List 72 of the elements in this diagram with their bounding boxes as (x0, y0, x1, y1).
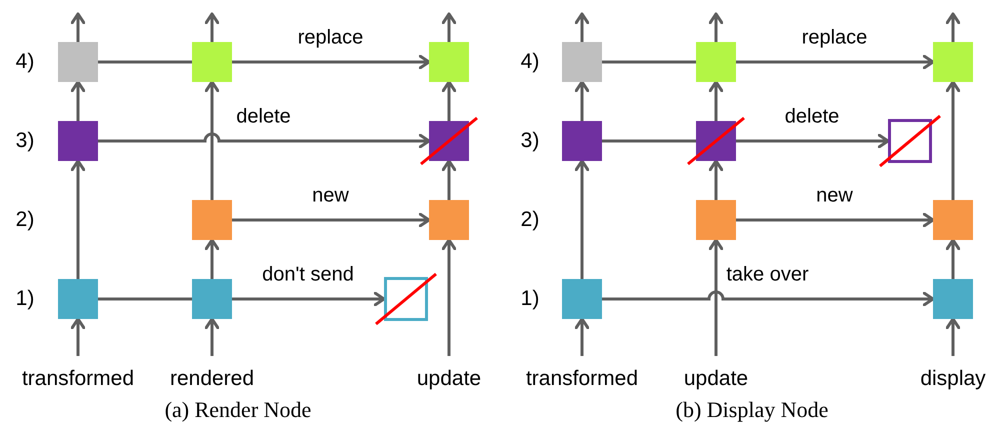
connector-line (98, 298, 192, 300)
empty-square (384, 277, 428, 321)
arrow (946, 318, 960, 356)
row-number: 3) (520, 129, 540, 153)
colored-square (933, 279, 973, 319)
colored-square (429, 42, 469, 82)
caption: (b) Display Node (676, 397, 828, 423)
row-number: 2) (520, 208, 540, 232)
arrow (232, 212, 430, 228)
colored-square (933, 42, 973, 82)
colored-square (933, 200, 973, 240)
colored-square (58, 279, 98, 319)
connector-line (602, 140, 696, 142)
row-number: 1) (520, 287, 540, 311)
arrow (602, 290, 934, 306)
colored-square (192, 279, 232, 319)
arrow (708, 80, 724, 121)
colored-square (429, 200, 469, 240)
input-label: update (409, 356, 489, 392)
arrow (204, 318, 220, 356)
arrow (574, 160, 590, 279)
row-number: 2) (16, 208, 34, 232)
arrow (232, 292, 386, 306)
colored-square (696, 200, 736, 240)
arrow (708, 238, 724, 356)
arrow (574, 80, 590, 121)
arrow (736, 212, 934, 228)
arrow (708, 160, 724, 200)
arrow (442, 238, 456, 356)
row-number: 3) (16, 129, 34, 153)
arrow (204, 80, 220, 200)
arrow (70, 12, 86, 42)
colored-square (58, 42, 98, 82)
arrow (204, 238, 220, 279)
arrow (574, 318, 590, 356)
arrow (946, 238, 960, 279)
colored-square (562, 42, 602, 82)
colored-square (696, 121, 736, 161)
arrow (204, 12, 220, 42)
arrow (708, 12, 724, 42)
empty-square (888, 119, 932, 163)
input-label: transformed (13, 356, 143, 392)
arrow (946, 12, 960, 42)
colored-square (562, 121, 602, 161)
colored-square (562, 279, 602, 319)
arrow (442, 160, 456, 200)
colored-square (192, 200, 232, 240)
row-number: 1) (16, 287, 34, 311)
connector-line (602, 60, 696, 64)
arrow (70, 318, 86, 356)
colored-square (429, 121, 469, 161)
arrow (232, 54, 430, 70)
caption: (a) Render Node (164, 397, 312, 423)
arrow (736, 54, 934, 70)
input-label: transformed (517, 356, 647, 392)
arrow (442, 80, 456, 121)
connector-line (98, 60, 192, 64)
arrow (442, 12, 456, 42)
input-label: display (914, 356, 992, 392)
row-number: 4) (520, 50, 540, 74)
arrow (574, 12, 590, 42)
arrow (70, 160, 86, 279)
colored-square (192, 42, 232, 82)
arrow (946, 80, 960, 200)
colored-square (58, 121, 98, 161)
row-number: 4) (16, 50, 34, 74)
arrow (736, 134, 890, 148)
colored-square (696, 42, 736, 82)
arrow (98, 132, 430, 148)
arrow (70, 80, 86, 121)
input-label: rendered (162, 356, 262, 392)
input-label: update (676, 356, 756, 392)
